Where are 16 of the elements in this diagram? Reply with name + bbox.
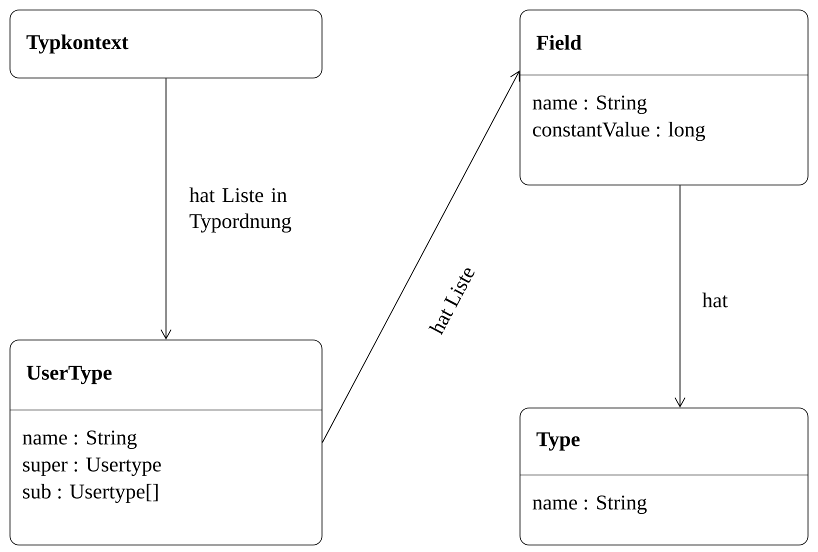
attribute-text: sub : Usertype[] [23,484,158,503]
attribute-text: name : String [22,430,137,449]
attribute-text: name : String [532,496,647,514]
class-name: Typkontext [26,34,128,54]
attribute-text: name : String [532,96,647,114]
arrow [322,70,520,443]
class-name: Type [536,432,580,451]
attribute-text: constantValue : long [533,122,706,141]
class-name: UserType [26,366,112,384]
class-name: Field [536,35,582,50]
edge-label: hat [702,292,728,308]
arrow [160,78,172,340]
arrow [674,184,686,408]
attribute-text: super : Usertype [23,458,161,476]
edge-label: hat Liste [428,268,474,336]
edge-label: hat Liste in Typordnung [189,187,292,233]
